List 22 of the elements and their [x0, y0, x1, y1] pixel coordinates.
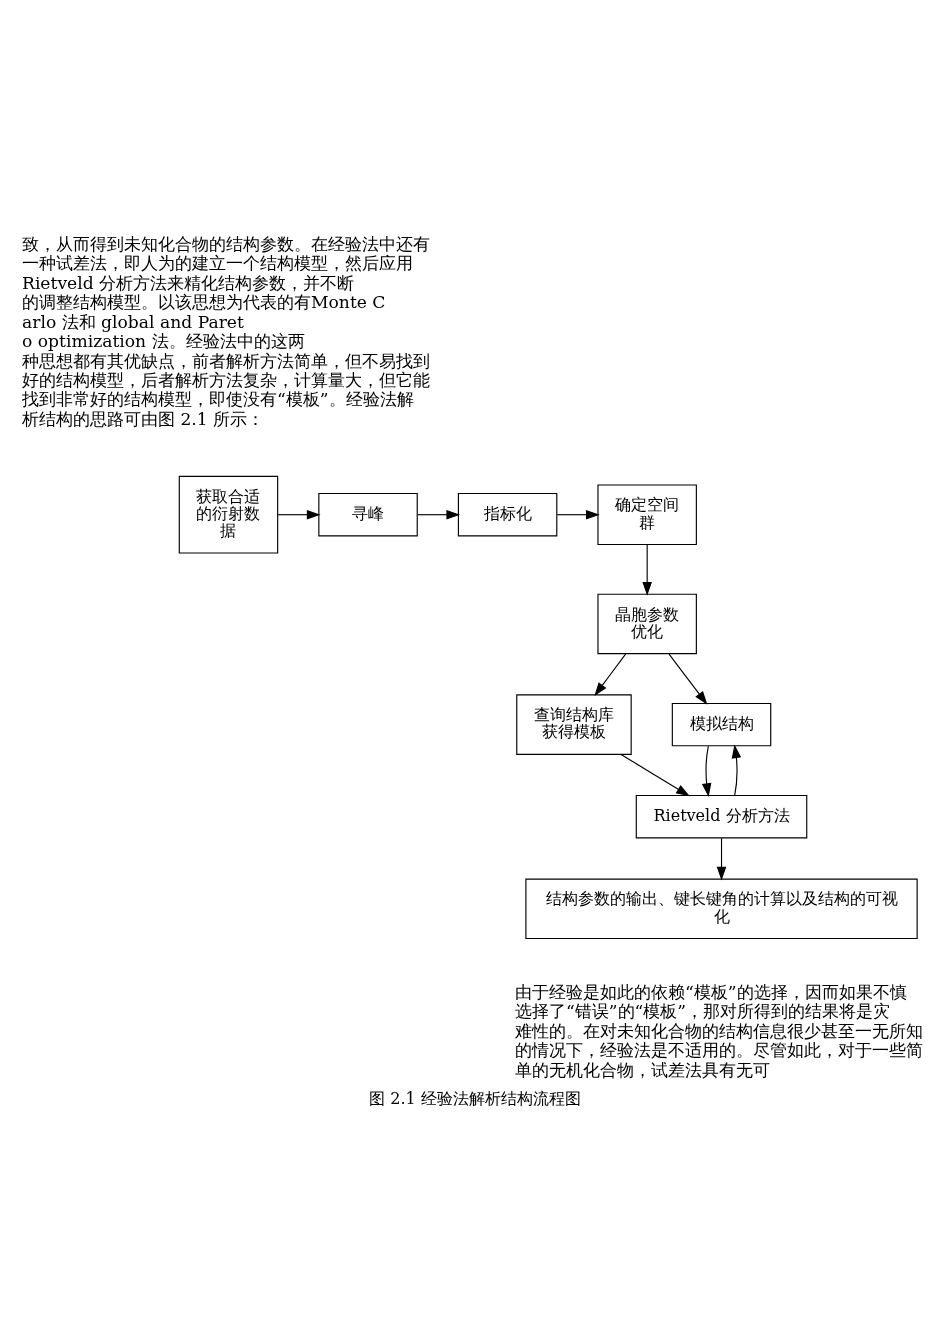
arrow [701, 745, 712, 797]
node-box: 模拟结构 [671, 702, 772, 746]
node-box: 寻峰 [318, 492, 418, 536]
arrow [556, 509, 600, 519]
node-box: 结构参数的输出、键长键角的计算以及结构的可视化 [525, 878, 918, 939]
arrow [642, 543, 652, 596]
caption: 图 2.1 经验法解析结构流程图 [369, 1088, 581, 1107]
arrow [716, 837, 727, 881]
arrow [417, 509, 461, 519]
node-box: Rietveld 分析方法 [635, 794, 808, 838]
arrow [277, 509, 321, 519]
label: 致，从而得到未知化合物的结构参数。在经验法中还有一种试差法，即人为的建立一个结构模型，然后应用 Rietveld 分析方法来精化结构参数，并不断的调整结构模型。以该思想为代表的有Monte Carlo 法和 global and Pareto optimization 法。经验法中的这两种思想都有其优缺点，前者解析方法简单，但不易找到好的结构模型，后者解析方法复杂，计算量大，但它能找到非常好的结构模型，即使没有“模板”。经验法解析结构的思路可由图 2.1 所示： [21, 233, 430, 429]
node-box: 查询结构库获得模板 [516, 693, 632, 755]
node-box: 获取合适的衍射数据 [178, 475, 279, 554]
arrow [620, 753, 690, 796]
arrow [668, 653, 708, 705]
label: 由于经验是如此的依赖“模板”的选择，因而如果不慎选择了“错误”的“模板”，那对所得到的结果将是灾难性的。在对未知化合物的结构信息很少甚至一无所知的情况下，经验法是不适用的。尽管如此，对于一些简单的无机化合物，试差法具有无可 [515, 981, 924, 1080]
node-box: 指标化 [457, 492, 558, 536]
arrow [731, 743, 742, 796]
node-box: 晶胞参数优化 [597, 593, 697, 654]
node-box: 确定空间群 [597, 483, 697, 545]
arrow [594, 653, 627, 696]
